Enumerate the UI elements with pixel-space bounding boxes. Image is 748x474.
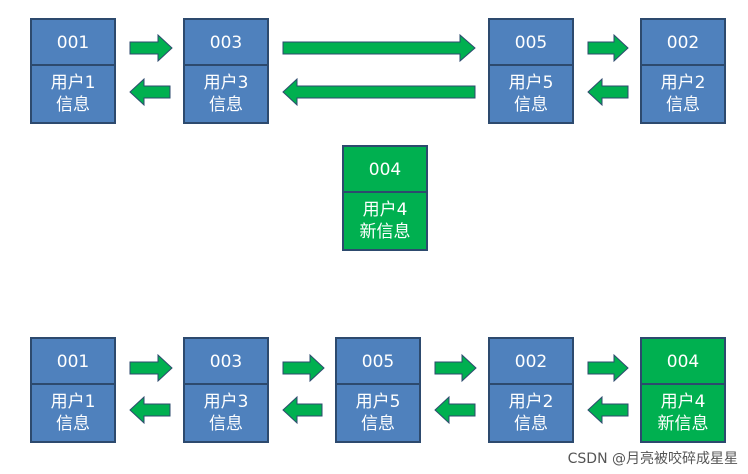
arrow-right-icon — [282, 353, 325, 383]
node-label: 信息 — [209, 414, 243, 434]
top-node-001: 001 用户1 信息 — [30, 18, 116, 124]
node-label: 用户3 — [203, 73, 249, 93]
bottom-node-004: 004 用户4 新信息 — [640, 337, 726, 443]
node-id: 002 — [642, 20, 724, 66]
node-id: 004 — [344, 147, 426, 193]
node-label: 用户1 — [50, 392, 96, 412]
arrow-left-icon — [282, 395, 323, 425]
node-label: 用户1 — [50, 73, 96, 93]
bottom-node-002: 002 用户2 信息 — [488, 337, 574, 443]
arrow-right-icon — [129, 353, 173, 383]
node-label: 用户4 — [362, 200, 408, 220]
node-id: 005 — [337, 339, 419, 385]
node-id: 004 — [642, 339, 724, 385]
arrow-left-icon — [434, 395, 476, 425]
node-id: 003 — [185, 339, 267, 385]
bottom-node-005: 005 用户5 信息 — [335, 337, 421, 443]
node-id: 001 — [32, 339, 114, 385]
arrow-right-icon — [434, 353, 477, 383]
node-label: 用户5 — [508, 73, 554, 93]
bottom-node-001: 001 用户1 信息 — [30, 337, 116, 443]
arrow-left-icon — [587, 77, 629, 107]
node-label: 信息 — [56, 95, 90, 115]
node-label: 信息 — [666, 95, 700, 115]
arrow-left-icon — [129, 395, 171, 425]
bottom-node-003: 003 用户3 信息 — [183, 337, 269, 443]
top-node-005: 005 用户5 信息 — [488, 18, 574, 124]
arrow-left-icon — [282, 77, 476, 107]
node-label: 信息 — [209, 95, 243, 115]
node-id: 005 — [490, 20, 572, 66]
watermark: CSDN @月亮被咬碎成星星 — [567, 451, 738, 467]
node-id: 002 — [490, 339, 572, 385]
node-id: 001 — [32, 20, 114, 66]
node-label: 新信息 — [359, 222, 411, 242]
node-label: 信息 — [56, 414, 90, 434]
node-label: 用户5 — [355, 392, 401, 412]
node-label: 用户3 — [203, 392, 249, 412]
arrow-right-icon — [282, 33, 476, 63]
arrow-right-icon — [587, 353, 629, 383]
node-label: 信息 — [514, 95, 548, 115]
node-label: 用户2 — [508, 392, 554, 412]
top-node-002: 002 用户2 信息 — [640, 18, 726, 124]
arrow-right-icon — [587, 33, 629, 63]
top-node-003: 003 用户3 信息 — [183, 18, 269, 124]
arrow-left-icon — [587, 395, 629, 425]
arrow-left-icon — [129, 77, 171, 107]
node-id: 003 — [185, 20, 267, 66]
node-label: 信息 — [361, 414, 395, 434]
node-label: 用户2 — [660, 73, 706, 93]
new-node-004: 004 用户4 新信息 — [342, 145, 428, 251]
node-label: 新信息 — [657, 414, 709, 434]
arrow-right-icon — [129, 33, 173, 63]
node-label: 信息 — [514, 414, 548, 434]
node-label: 用户4 — [660, 392, 706, 412]
